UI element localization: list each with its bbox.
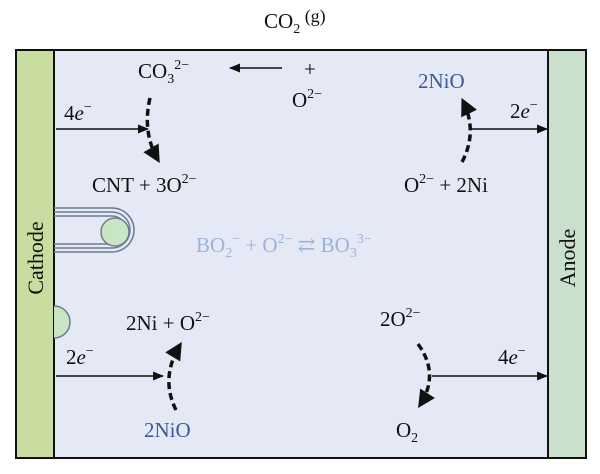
cathode-label: Cathode	[23, 221, 48, 294]
oxidation-arrow-bottom	[165, 342, 182, 411]
nickel-particle	[53, 305, 71, 339]
anode-label: Anode	[555, 229, 580, 288]
oxide-ions-bottom: 2O2−	[380, 306, 421, 331]
electrons-cathode-bottom: 2e−	[66, 344, 94, 369]
electrolyte-bath	[15, 49, 587, 459]
electrons-anode-top: 2e−	[510, 98, 538, 123]
oxidation-arrow-top	[460, 97, 477, 163]
co2-gas-label: CO2 (g)	[264, 6, 326, 37]
carbonate-ion: CO32−	[138, 58, 189, 87]
electrons-cathode-top: 4e−	[64, 100, 92, 125]
nickel-oxide-reactants: 2Ni + O2−	[126, 310, 210, 335]
oxide-nickel-reactants: O2− + 2Ni	[404, 172, 488, 197]
oxide-ion-top: O2−	[292, 87, 322, 112]
electrons-anode-bottom: 4e−	[498, 344, 526, 369]
cnt-product-label: CNT + 3O2−	[92, 172, 197, 197]
borate-equilibrium: BO2− + O2− ⇄ BO33−	[196, 232, 372, 261]
nickel-oxide-bottom: 2NiO	[144, 418, 191, 442]
cathode-electrode	[15, 49, 55, 459]
anode-electrode	[547, 49, 587, 459]
plus-sign-top: +	[304, 57, 316, 81]
oxygen-evolution-arrow	[416, 342, 435, 408]
reduction-arrow-top	[143, 97, 160, 164]
oxygen-gas-label: O2	[396, 418, 418, 446]
carbon-nanotube	[54, 207, 135, 253]
nickel-oxide-top: 2NiO	[418, 69, 465, 93]
